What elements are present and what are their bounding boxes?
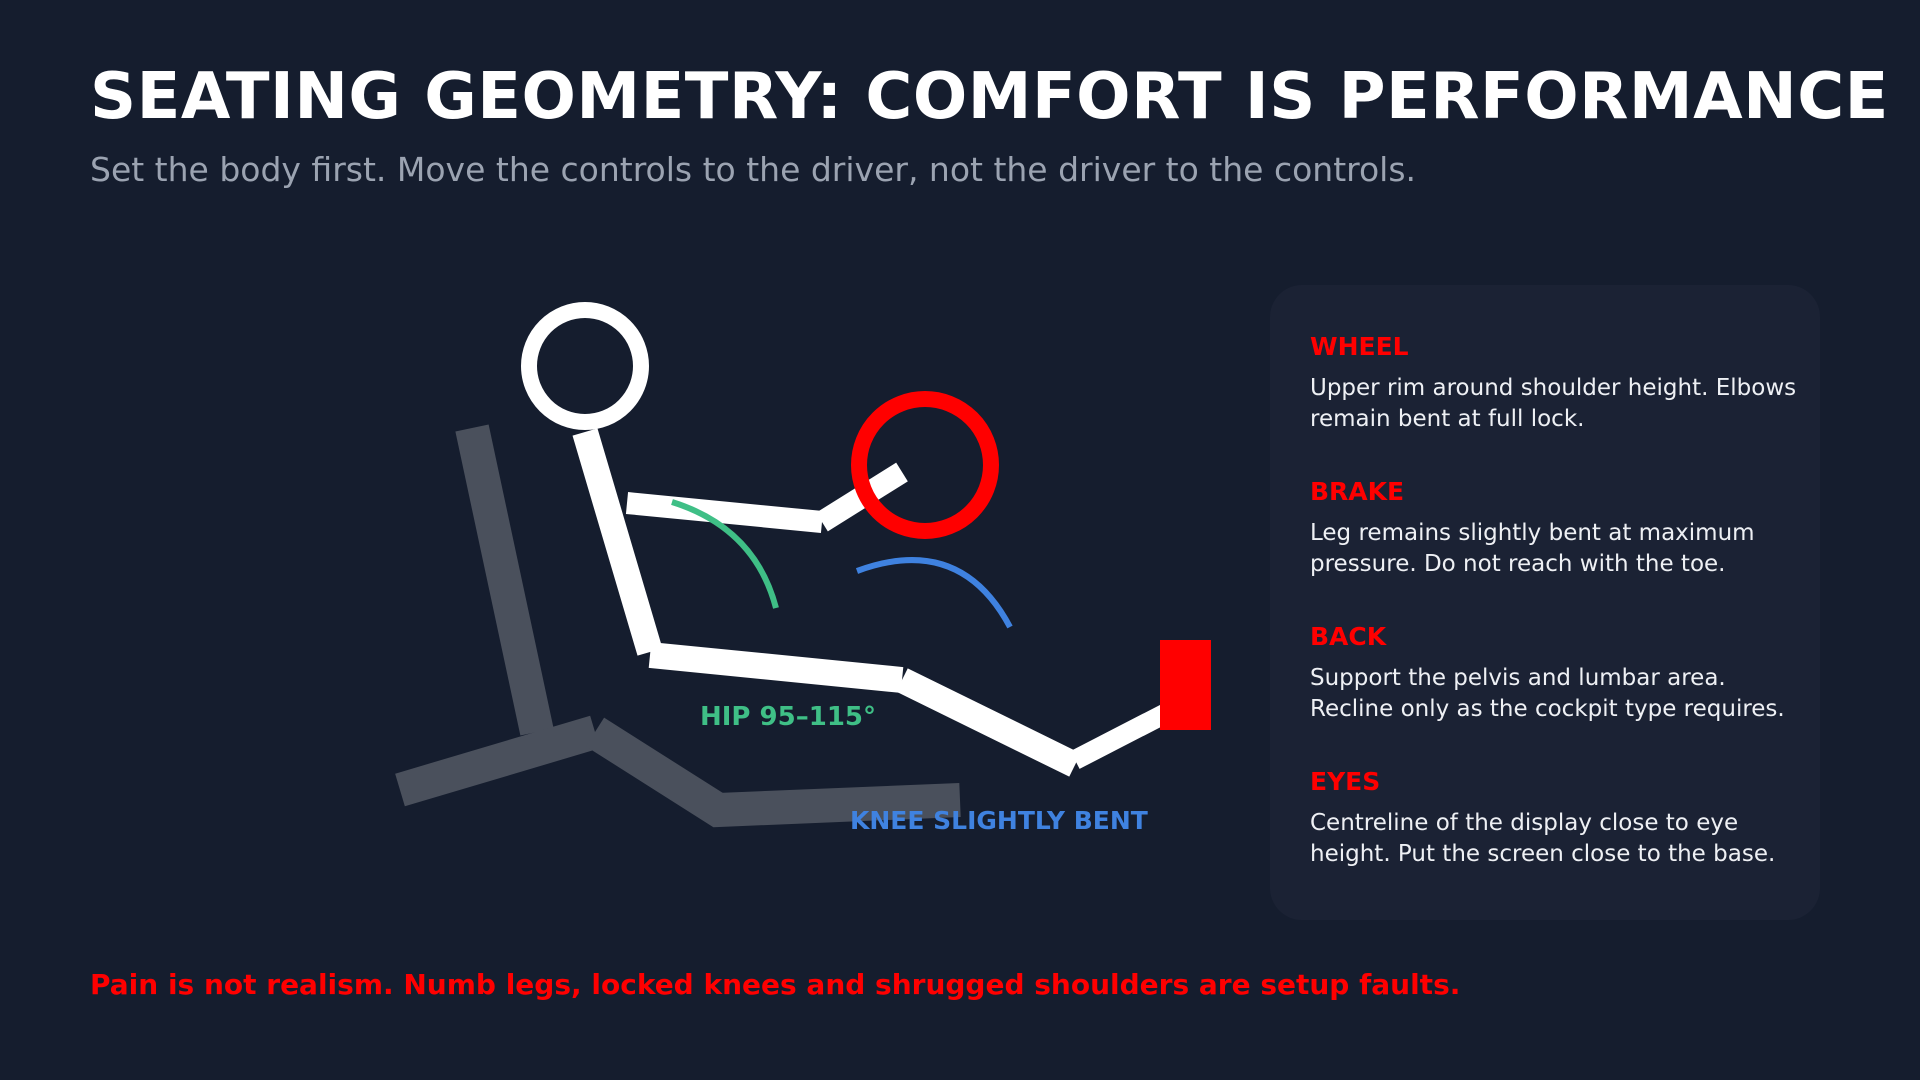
guidance-item-brake: BRAKE Leg remains slightly bent at maxim… [1310, 477, 1810, 580]
seat-rail [585, 717, 961, 828]
page-title: SEATING GEOMETRY: COMFORT IS PERFORMANCE [90, 60, 1889, 134]
guidance-label: BRAKE [1310, 477, 1405, 506]
brake-pedal-icon [1160, 640, 1211, 730]
hip-angle-arc [671, 499, 779, 609]
guidance-label: BACK [1310, 622, 1387, 651]
guidance-label: WHEEL [1310, 332, 1409, 361]
footer-warning: Pain is not realism. Numb legs, locked k… [90, 968, 1461, 1001]
driver-upper-arm [625, 492, 824, 533]
seat-back [455, 424, 554, 736]
guidance-panel: WHEEL Upper rim around shoulder height. … [1270, 285, 1820, 920]
seat-base [395, 715, 600, 807]
guidance-text: Support the pelvis and lumbar area. Recl… [1310, 665, 1785, 722]
driver-head [521, 302, 649, 430]
page-subtitle: Set the body first. Move the controls to… [90, 150, 1417, 189]
driver-foot [1070, 701, 1177, 769]
steering-wheel-icon [851, 391, 999, 539]
guidance-label: EYES [1310, 767, 1381, 796]
guidance-text: Leg remains slightly bent at maximum pre… [1310, 520, 1755, 577]
driver-thigh [648, 642, 904, 693]
seat [395, 424, 961, 828]
driver-torso [572, 428, 663, 656]
driver-shin [896, 668, 1081, 777]
knee-label: KNEE SLIGHTLY BENT [850, 806, 1148, 835]
guidance-text: Centreline of the display close to eye h… [1310, 810, 1776, 867]
hip-angle-label: HIP 95–115° [700, 702, 876, 732]
driver-figure [521, 302, 1177, 777]
guidance-text: Upper rim around shoulder height. Elbows… [1310, 375, 1797, 432]
guidance-item-back: BACK Support the pelvis and lumbar area.… [1310, 622, 1810, 725]
guidance-item-eyes: EYES Centreline of the display close to … [1310, 767, 1810, 870]
knee-angle-arc [855, 557, 1013, 629]
guidance-item-wheel: WHEEL Upper rim around shoulder height. … [1310, 332, 1810, 435]
